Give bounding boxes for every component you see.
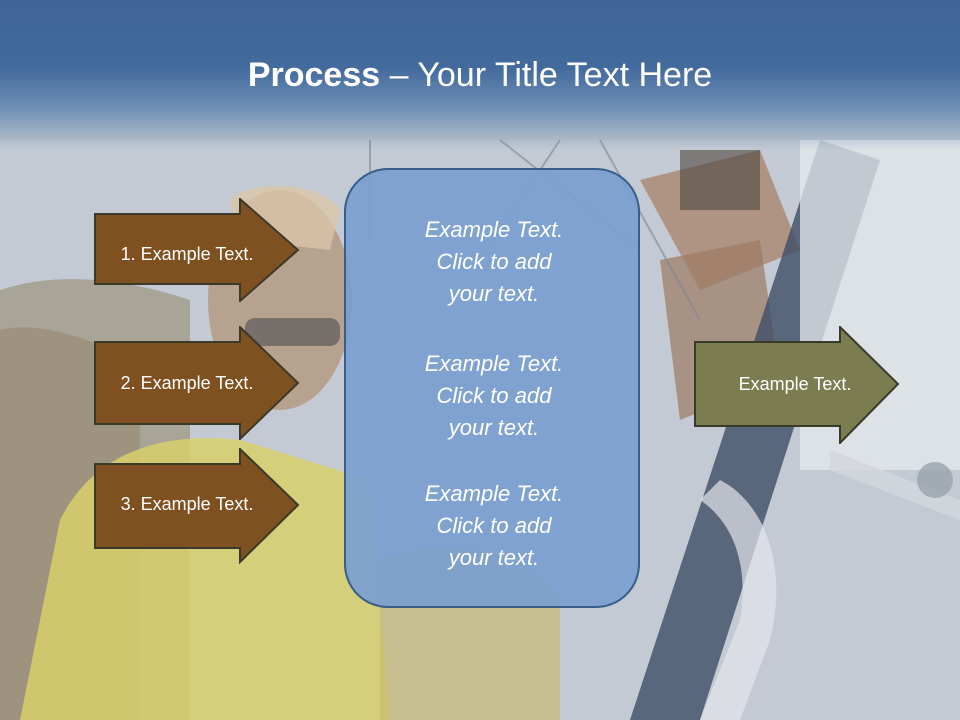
step-arrow-3[interactable]: [94, 448, 300, 564]
center-paragraph-3-line-2: Click to add: [436, 513, 552, 538]
output-arrow[interactable]: [694, 326, 900, 444]
center-paragraph-2-line-3: your text.: [448, 415, 540, 440]
title-bold-text: Process: [247, 56, 381, 94]
center-paragraph-1-line-2: Click to add: [436, 249, 552, 274]
step-arrow-1-label: 1. Example Text.: [120, 244, 254, 264]
step-arrow-2[interactable]: [94, 326, 300, 440]
step-arrow-1[interactable]: [94, 198, 300, 302]
center-paragraph-1-line-1: Example Text.: [424, 217, 564, 242]
center-paragraph-3-line-1: Example Text.: [424, 481, 564, 506]
center-paragraph-3-line-3: your text.: [448, 545, 540, 570]
center-paragraph-2: Example Text. Click to add your text.: [346, 348, 642, 444]
output-arrow-label: Example Text.: [738, 374, 852, 394]
center-paragraph-1-line-3: your text.: [448, 281, 540, 306]
center-paragraph-2-line-1: Example Text.: [424, 351, 564, 376]
center-process-box[interactable]: Example Text. Click to add your text. Ex…: [344, 168, 640, 608]
center-paragraph-3: Example Text. Click to add your text.: [346, 478, 642, 574]
step-arrow-3-label: 3. Example Text.: [120, 494, 254, 514]
step-arrow-2-label: 2. Example Text.: [120, 373, 254, 393]
title-rest-text: – Your Title Text Here: [380, 56, 713, 94]
title-bar: [0, 0, 960, 150]
center-paragraph-2-line-2: Click to add: [436, 383, 552, 408]
slide-title[interactable]: Process – Your Title Text Here: [0, 52, 960, 98]
center-paragraph-1: Example Text. Click to add your text.: [346, 214, 642, 310]
